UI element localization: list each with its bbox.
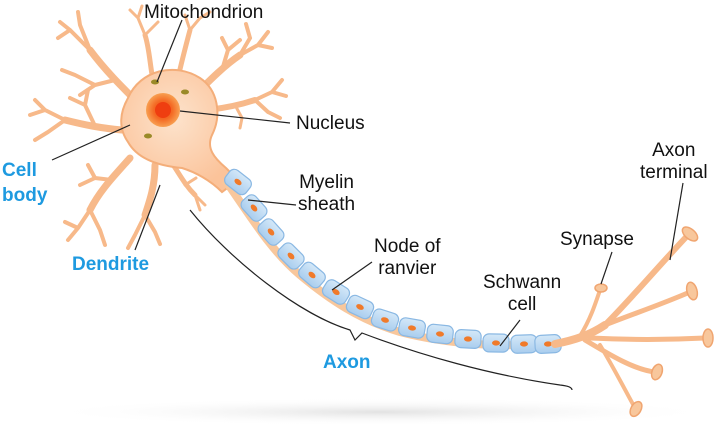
schwann-cell-segment bbox=[277, 242, 305, 270]
label-node-of-ranvier: Node of ranvier bbox=[374, 236, 441, 279]
synapse bbox=[594, 283, 608, 293]
schwann-nucleus bbox=[520, 341, 528, 347]
schwann-nucleus bbox=[308, 271, 316, 279]
ground-shadow bbox=[40, 398, 720, 426]
schwann-cell-segment bbox=[426, 323, 454, 345]
axon-terminal bbox=[551, 232, 708, 410]
schwann-nucleus bbox=[436, 331, 444, 337]
schwann-cell-segment bbox=[321, 279, 351, 305]
schwann-cell-segment bbox=[257, 218, 285, 246]
label-synapse: Synapse bbox=[560, 229, 634, 250]
leader-lines bbox=[51, 19, 684, 347]
schwann-nucleus bbox=[267, 228, 275, 236]
axon-brace bbox=[189, 209, 573, 391]
schwann-nucleus bbox=[332, 288, 340, 296]
dendrites bbox=[28, 4, 288, 250]
label-mitochondrion: Mitochondrion bbox=[144, 2, 264, 23]
schwann-nucleus bbox=[464, 336, 472, 342]
schwann-cell-segment bbox=[510, 334, 538, 354]
schwann-nucleus bbox=[492, 340, 500, 346]
mitochondrion bbox=[181, 89, 189, 95]
schwann-nucleus bbox=[234, 178, 242, 186]
schwann-nucleus bbox=[356, 304, 364, 310]
synaptic-knobs bbox=[594, 226, 714, 418]
schwann-nucleus bbox=[408, 325, 416, 331]
label-nucleus: Nucleus bbox=[296, 113, 365, 134]
label-dendrite: Dendrite bbox=[72, 254, 150, 275]
label-schwann-cell: Schwann cell bbox=[483, 272, 562, 315]
myelin-sheath bbox=[224, 168, 562, 354]
schwann-cell-segment bbox=[482, 333, 510, 353]
schwann-nucleus bbox=[250, 204, 258, 212]
schwann-cell-segment bbox=[370, 308, 400, 332]
schwann-cell-segment bbox=[224, 168, 252, 196]
schwann-nucleus bbox=[544, 341, 552, 347]
mitochondrion bbox=[144, 133, 152, 139]
label-cell-body: Cell body bbox=[2, 160, 48, 206]
label-axon-terminal: Axon terminal bbox=[640, 140, 708, 183]
schwann-cell-segment bbox=[345, 294, 375, 320]
schwann-cell-segment bbox=[454, 329, 482, 349]
label-axon: Axon bbox=[323, 352, 371, 373]
schwann-cell-segment bbox=[397, 317, 427, 339]
schwann-nucleus bbox=[287, 252, 295, 260]
schwann-cell-segment bbox=[240, 194, 268, 222]
schwann-nucleus bbox=[381, 317, 389, 323]
label-myelin-sheath: Myelin sheath bbox=[298, 172, 356, 215]
schwann-cell-segment bbox=[298, 261, 326, 289]
